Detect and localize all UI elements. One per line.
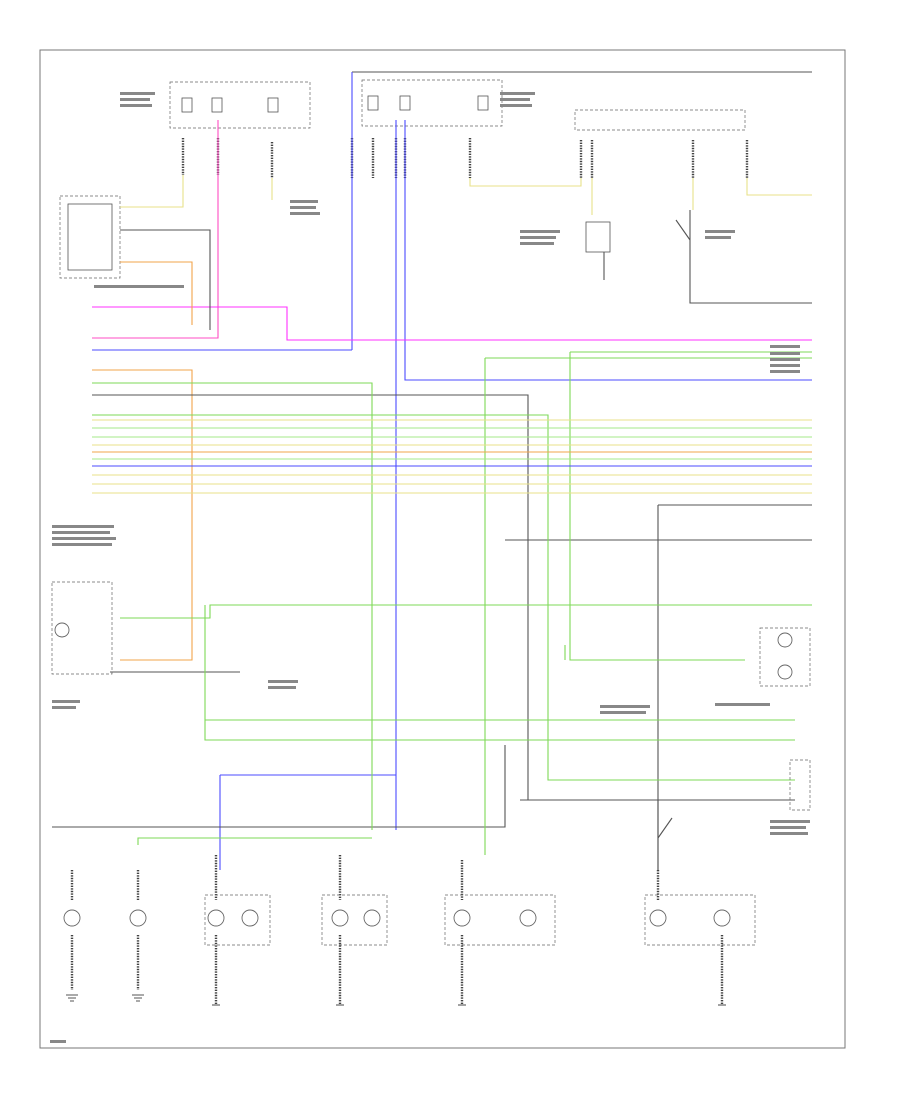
wire-green-3 — [92, 382, 373, 830]
text-marks — [50, 92, 810, 1043]
hazard-switch-box — [51, 581, 113, 675]
switch-icon — [657, 800, 673, 870]
lamp-icon — [453, 909, 471, 927]
lamp-icon — [241, 909, 259, 927]
lamp-icon — [54, 622, 70, 638]
lamp-connector-box — [789, 759, 811, 811]
wire-blue-right — [404, 120, 812, 381]
fuse-block-far-right — [574, 109, 746, 131]
fuse-block-right — [361, 79, 503, 127]
wire-magenta — [92, 306, 812, 341]
bus-lines — [92, 419, 812, 494]
lamp-icon — [363, 909, 381, 927]
wire-green-8 — [137, 837, 372, 845]
wire-blue-lower — [219, 774, 396, 870]
fuse-icon — [181, 97, 193, 113]
wire-yellow-1 — [120, 175, 184, 208]
fuse-icon — [399, 95, 411, 111]
lamp-icon — [649, 909, 667, 927]
lamp-icon — [519, 909, 537, 927]
wire-gray-9 — [52, 745, 506, 828]
wire-gray-6 — [657, 504, 812, 870]
wire-green-2 — [569, 351, 812, 661]
wire-gray-4 — [689, 270, 812, 304]
combination-switch-box — [59, 195, 121, 279]
fuse-icon — [267, 97, 279, 113]
fuse-icon — [367, 95, 379, 111]
fuse-icon — [211, 97, 223, 113]
fuse-block-left — [169, 81, 311, 129]
lamp-icon — [777, 632, 793, 648]
wire-orange-1 — [120, 261, 193, 325]
switch-icon — [67, 203, 113, 271]
license-lamp-box — [759, 627, 811, 687]
wire-gray-1 — [120, 229, 211, 330]
lamp-icon — [331, 909, 349, 927]
lamp-icon — [63, 909, 81, 927]
lamp-icon — [207, 909, 225, 927]
lamp-icon — [777, 664, 793, 680]
ground-icon — [66, 994, 726, 1006]
bottom-lamps — [63, 855, 756, 1005]
relay-box — [585, 221, 611, 253]
wire-pink — [92, 120, 219, 339]
wire-green-1 — [484, 357, 812, 855]
wire-yellow-2 — [469, 178, 582, 187]
switch-icon — [675, 210, 691, 270]
wire-green-6 — [204, 605, 795, 741]
wire-green-5 — [120, 604, 812, 619]
lamp-icon — [129, 909, 147, 927]
wire-yellow-3 — [746, 178, 812, 196]
top-connectors — [181, 138, 749, 178]
diagram-frame — [39, 49, 846, 1049]
wire-orange-2 — [92, 369, 193, 661]
wire-gray-2 — [92, 394, 529, 800]
wire-green-4 — [92, 414, 795, 781]
fuse-icon — [477, 95, 489, 111]
lamp-icon — [713, 909, 731, 927]
